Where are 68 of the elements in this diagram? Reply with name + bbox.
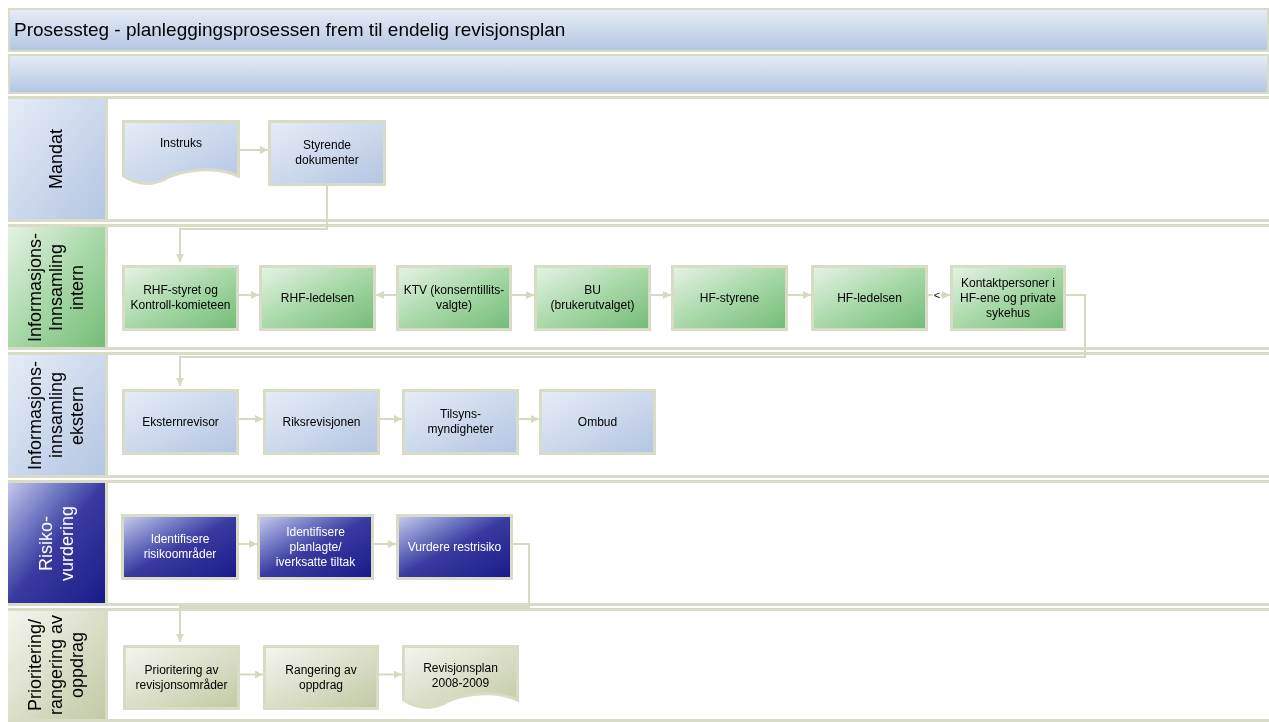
arrow: [176, 294, 1086, 387]
arrow: [239, 146, 269, 154]
box-label: Vurdere restrisiko: [407, 539, 502, 555]
process-box: [811, 265, 928, 331]
header-band: [8, 54, 1269, 94]
process-box: [263, 645, 379, 710]
process-box: [259, 265, 376, 331]
arrow: [238, 291, 260, 299]
box-label: Identifisere risikoområder: [142, 532, 218, 562]
box-label: BU (brukerutvalget): [549, 283, 636, 313]
arrow: [176, 182, 328, 263]
process-box: [402, 389, 519, 455]
process-box: [671, 265, 788, 331]
box-label: Eksternrevisor: [142, 414, 219, 430]
title-bar: [8, 8, 1269, 52]
swimlane: [8, 224, 1269, 350]
box-label: Prioritering av revisjonsområder: [134, 662, 229, 693]
arrow: [378, 670, 403, 679]
box-label: Instruks: [160, 136, 202, 151]
swimlane: [8, 480, 1269, 606]
arrow: [238, 540, 258, 548]
arrow: [176, 543, 530, 643]
box-label: Riksrevisjonen: [282, 414, 361, 430]
process-box: [534, 265, 651, 331]
swimlane: [8, 352, 1269, 478]
process-box: [396, 514, 513, 580]
arrow: [238, 415, 264, 423]
box-label: HF-ledelsen: [837, 290, 902, 306]
process-box: [121, 514, 239, 580]
box-label: RHF-styret og Kontroll-komieteen: [129, 283, 232, 313]
lane-header: Informasjons- innsamling ekstern: [8, 355, 108, 475]
process-box: [122, 389, 239, 455]
process-box: [268, 120, 386, 186]
box-label: Revisjonsplan 2008-2009: [422, 661, 499, 691]
lane-header: Informasjons- Innsamling intern: [8, 227, 108, 347]
lane-header: Risiko- vurdering: [8, 483, 108, 603]
arrow: [518, 415, 540, 423]
box-label: Ombud: [577, 414, 618, 430]
arrow: [787, 291, 812, 299]
process-box: [950, 265, 1066, 331]
swimlane: [8, 608, 1269, 722]
swimlane: [8, 96, 1269, 222]
process-box: [539, 389, 656, 455]
process-box: [396, 265, 512, 331]
box-label: Identifisere planlagte/ iverksatte tiltak: [274, 524, 357, 570]
lane-header: Prioritering/ rangering av oppdrag: [8, 611, 108, 719]
box-label: Rangering av oppdrag: [284, 662, 358, 693]
arrow: [373, 540, 397, 548]
box-label: Kontaktpersoner i HF-ene og private sykehus: [958, 275, 1057, 321]
lane-header: Mandat: [8, 99, 108, 219]
box-label: RHF-ledelsen: [280, 290, 355, 306]
process-box: [123, 645, 240, 710]
arrow: [379, 415, 403, 423]
process-box: [263, 389, 380, 455]
edge-label: <: [932, 289, 942, 301]
process-box: [122, 265, 239, 331]
box-label: KTV (konserntillits- valgte): [403, 283, 505, 313]
document-shape: [402, 645, 519, 710]
process-box: [257, 514, 374, 580]
arrow: [375, 291, 397, 299]
arrow: [239, 670, 264, 679]
box-label: HF-styrene: [699, 290, 760, 306]
arrow: [650, 291, 672, 299]
box-label: Tilsyns- myndigheter: [426, 407, 495, 437]
title-text: Prosessteg - planleggingsprosessen frem til endelig revisjonsplan: [14, 17, 566, 42]
document-shape: [122, 120, 240, 186]
arrow: [511, 291, 535, 299]
box-label: Styrende dokumenter: [294, 138, 360, 168]
